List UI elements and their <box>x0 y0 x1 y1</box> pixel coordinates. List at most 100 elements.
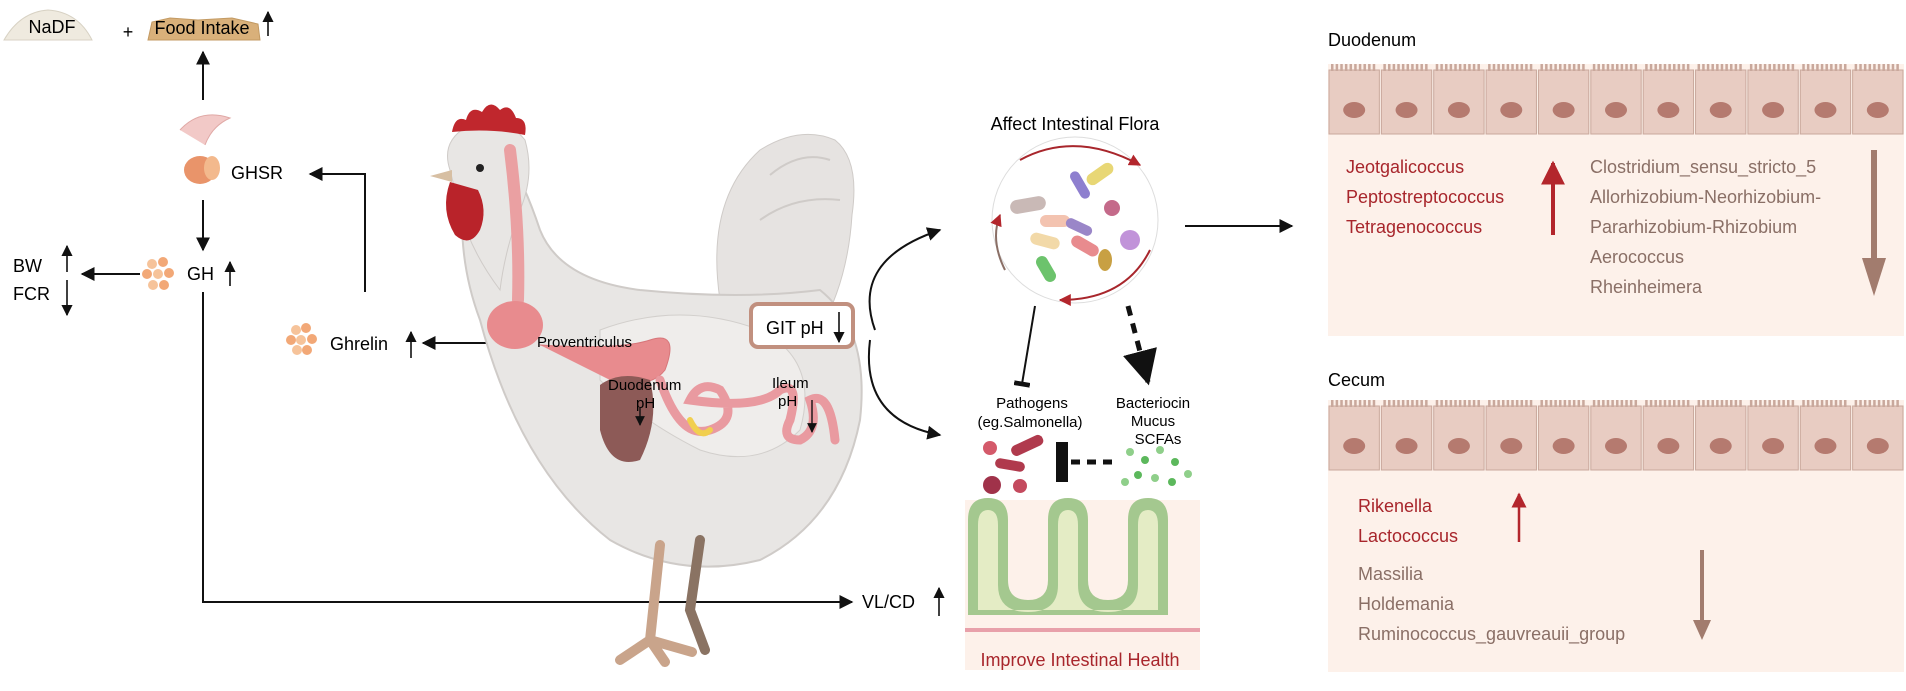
microvillus <box>1358 64 1362 71</box>
ileum-ph-label: pH <box>778 393 797 410</box>
microvillus <box>1597 400 1600 407</box>
microvillus <box>1816 400 1819 407</box>
microvillus <box>1572 64 1576 71</box>
microvillus <box>1372 400 1376 407</box>
microvillus <box>1401 64 1405 71</box>
microvillus <box>1335 64 1339 71</box>
microvillus <box>1420 64 1423 71</box>
microvillus <box>1582 64 1585 71</box>
microvillus <box>1368 64 1371 71</box>
vl-cd-label: VL/CD <box>862 592 915 612</box>
microvillus <box>1435 400 1439 407</box>
cell-nucleus <box>1395 102 1418 118</box>
microvillus <box>1896 400 1899 407</box>
cell-nucleus <box>1709 102 1732 118</box>
food-intake-label: Food Intake <box>154 18 249 38</box>
cell-nucleus <box>1814 102 1837 118</box>
microvillus <box>1488 400 1491 407</box>
microvillus <box>1754 64 1758 71</box>
microvillus <box>1739 64 1742 71</box>
epithelial-cell <box>1799 69 1852 135</box>
cell-nucleus <box>1814 438 1837 454</box>
cell-nucleus <box>1552 438 1575 454</box>
bacteriocin-dots-icon <box>1121 446 1192 486</box>
duodenum-panel <box>1328 64 1904 336</box>
microvillus <box>1468 400 1471 407</box>
mucus-label: Mucus <box>1131 413 1175 430</box>
microvillus <box>1725 64 1728 71</box>
microvillus <box>1616 64 1619 71</box>
microvillus <box>1806 64 1810 71</box>
microvillus <box>1454 64 1457 71</box>
microvillus <box>1572 400 1576 407</box>
microvillus <box>1649 64 1653 71</box>
microvillus <box>1806 400 1810 407</box>
cell-nucleus <box>1500 102 1523 118</box>
microvillus <box>1411 64 1414 71</box>
microvillus <box>1515 64 1519 71</box>
microvillus <box>1697 64 1701 71</box>
cell-nucleus <box>1343 102 1366 118</box>
genus-label: Ruminococcus_gauvreauii_group <box>1358 624 1625 645</box>
cell-nucleus <box>1866 438 1889 454</box>
genus-label: Holdemania <box>1358 594 1455 614</box>
cell-nucleus <box>1866 102 1889 118</box>
microvillus <box>1497 64 1500 71</box>
microvillus <box>1392 64 1396 71</box>
epithelial-cell <box>1852 405 1904 471</box>
microvillus <box>1839 64 1842 71</box>
microvillus <box>1834 400 1838 407</box>
microvillus <box>1529 64 1533 71</box>
epithelial-cell <box>1642 69 1695 135</box>
microvillus <box>1739 400 1742 407</box>
microvillus <box>1877 64 1881 71</box>
microvillus <box>1540 64 1543 71</box>
epithelial-cell <box>1799 405 1852 471</box>
git-ph-label: GIT pH <box>766 318 824 338</box>
microvillus <box>1477 64 1480 71</box>
microvillus <box>1597 64 1600 71</box>
microvillus <box>1411 400 1414 407</box>
microvillus <box>1511 64 1514 71</box>
microvillus <box>1820 64 1824 71</box>
genus-label: Aerococcus <box>1590 247 1684 267</box>
microvillus <box>1844 64 1847 71</box>
food-intake-feed: Food Intake <box>147 17 261 41</box>
microvillus <box>1882 400 1885 407</box>
microvillus <box>1654 64 1657 71</box>
microvillus <box>1568 400 1571 407</box>
microvillus <box>1372 64 1376 71</box>
cell-nucleus <box>1447 102 1470 118</box>
microvillus <box>1420 400 1423 407</box>
genus-label: Pararhizobium-Rhizobium <box>1590 217 1797 237</box>
microvillus <box>1520 64 1524 71</box>
microvillus <box>1791 64 1795 71</box>
arrow-flora-to-bacteriocin <box>1123 305 1157 386</box>
microvillus <box>1602 400 1605 407</box>
microvillus <box>1659 400 1662 407</box>
microvillus <box>1791 400 1795 407</box>
microvillus <box>1340 400 1343 407</box>
microvillus <box>1363 400 1366 407</box>
microvillus <box>1592 64 1596 71</box>
microvillus <box>1363 64 1366 71</box>
cecum-increased-list: Rikenella Lactococcus <box>1358 496 1458 546</box>
microvillus <box>1354 64 1357 71</box>
duodenum-increased-list: Jeotgalicoccus Peptostreptococcus Tetrag… <box>1346 157 1504 237</box>
microvillus <box>1463 400 1467 407</box>
microvillus <box>1825 64 1828 71</box>
microvillus <box>1568 64 1571 71</box>
microvillus <box>1896 64 1899 71</box>
microvillus <box>1335 400 1339 407</box>
microvillus <box>1458 64 1462 71</box>
genus-label: Massilia <box>1358 564 1424 584</box>
ghrelin-particles-icon <box>286 323 317 355</box>
microvillus <box>1854 64 1858 71</box>
microvillus <box>1716 400 1719 407</box>
microvillus <box>1768 400 1771 407</box>
microvillus <box>1782 64 1785 71</box>
microvillus <box>1645 64 1648 71</box>
microvillus <box>1506 400 1510 407</box>
chicken-illustration <box>430 104 863 667</box>
cecum-panel <box>1328 400 1904 672</box>
